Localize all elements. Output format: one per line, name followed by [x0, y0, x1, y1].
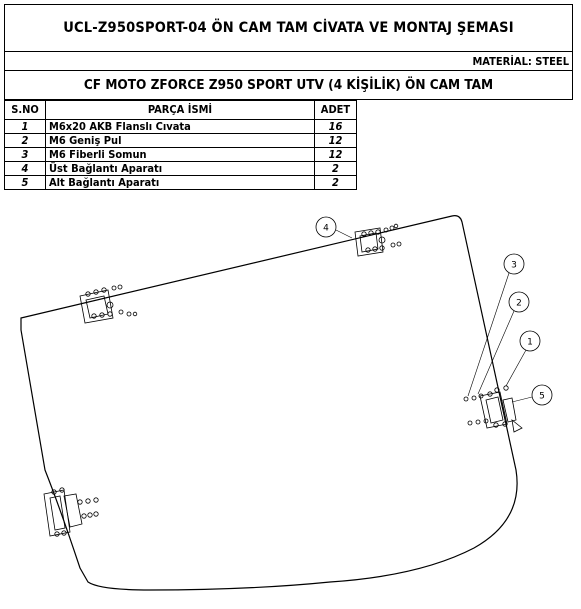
table-row: 3 M6 Fiberli Somun 12 [4, 147, 571, 162]
header-qty: ADET [314, 100, 357, 120]
row-name: Alt Bağlantı Aparatı [45, 175, 315, 190]
parts-table-header: S.NO PARÇA İSMİ ADET [4, 100, 571, 120]
row-qty: 16 [314, 119, 357, 134]
table-row: 5 Alt Bağlantı Aparatı 2 [4, 175, 571, 190]
product-subtitle-text: CF MOTO ZFORCE Z950 SPORT UTV (4 KİŞİLİK… [83, 77, 494, 93]
callout-4: 4 [315, 216, 353, 239]
callout-2: 2 [477, 291, 530, 395]
callout-2-label: 2 [516, 299, 522, 309]
callout-4-label: 4 [323, 224, 329, 234]
parts-table: S.NO PARÇA İSMİ ADET 1 M6x20 AKB Flanslı… [4, 100, 571, 190]
row-qty: 2 [314, 175, 357, 190]
material-text: MATERİAL: STEEL [472, 54, 569, 68]
windshield-outline [20, 215, 518, 591]
row-name: M6 Fiberli Somun [45, 147, 315, 162]
row-qty: 12 [314, 147, 357, 162]
callout-3-label: 3 [511, 261, 517, 271]
callout-5: 5 [511, 384, 553, 406]
callout-1-label: 1 [527, 338, 533, 348]
product-subtitle: CF MOTO ZFORCE Z950 SPORT UTV (4 KİŞİLİK… [4, 70, 573, 100]
table-row: 4 Üst Bağlantı Aparatı 2 [4, 161, 571, 176]
header-sno: S.NO [4, 100, 46, 120]
upper-bracket-center [354, 223, 402, 257]
callout-1: 1 [505, 330, 541, 387]
document-title-text: UCL-Z950SPORT-04 ÖN CAM TAM CİVATA VE MO… [63, 20, 514, 36]
lower-bracket-left [43, 487, 99, 537]
table-row: 1 M6x20 AKB Flanslı Cıvata 16 [4, 119, 571, 134]
callout-5-label: 5 [539, 392, 545, 402]
table-row: 2 M6 Geniş Pul 12 [4, 133, 571, 148]
upper-bracket-left [79, 284, 138, 324]
lower-bracket-right [463, 385, 523, 433]
callout-3: 3 [467, 253, 525, 397]
